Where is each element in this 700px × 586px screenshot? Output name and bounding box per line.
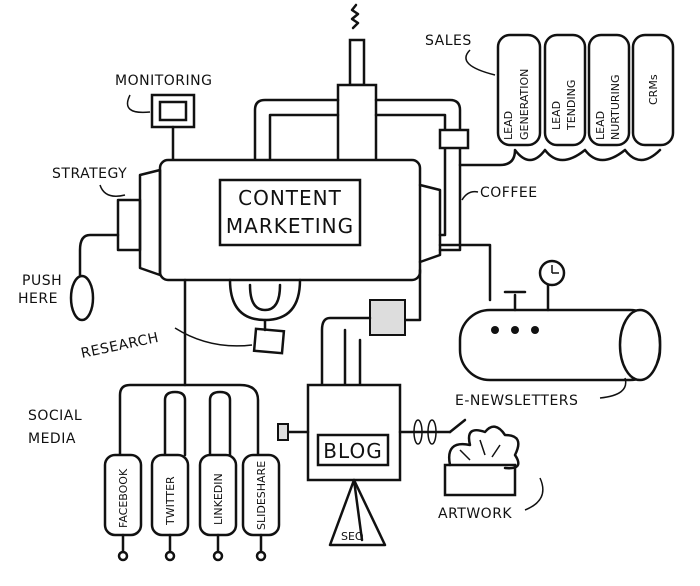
svg-text:MARKETING: MARKETING — [226, 214, 354, 238]
social-manifold — [118, 383, 260, 457]
push-button[interactable] — [69, 274, 95, 322]
svg-text:GENERATION: GENERATION — [518, 69, 531, 140]
svg-text:FACEBOOK: FACEBOOK — [117, 468, 130, 528]
strategy-arrow — [99, 184, 126, 197]
svg-text:LEAD: LEAD — [502, 111, 515, 140]
pipe-top-left-inner — [268, 113, 340, 167]
e-newsletters-arrow — [599, 377, 627, 399]
coffee-pipe-inner — [374, 113, 447, 237]
monitoring-label: MONITORING — [115, 73, 212, 89]
chimney — [336, 3, 378, 167]
research-funnel — [228, 278, 302, 322]
valve — [438, 128, 470, 150]
seo-pyramid — [328, 478, 387, 547]
artwork-arrow — [524, 477, 544, 511]
social-tank-linkedin: LINKEDIN — [198, 453, 238, 562]
e-newsletters-label: E-NEWSLETTERS — [455, 393, 578, 409]
monitoring-arrow — [126, 94, 151, 114]
svg-text:TWITTER: TWITTER — [164, 476, 177, 526]
svg-text:CONTENT: CONTENT — [238, 186, 342, 210]
research-label: RESEARCH — [80, 330, 161, 362]
coffee-label: COFFEE — [480, 185, 538, 201]
svg-text:LINKEDIN: LINKEDIN — [212, 473, 225, 525]
svg-text:LEAD: LEAD — [594, 111, 607, 140]
social-tank-twitter: TWITTER — [150, 453, 190, 562]
social-tanks: FACEBOOK TWITTER LINKEDIN SLIDESHARE — [103, 453, 281, 562]
social-tank-slideshare: SLIDESHARE — [241, 453, 281, 562]
newsletter-pipe — [438, 243, 492, 302]
strategy-label: STRATEGY — [52, 166, 127, 182]
pipe-top-left — [253, 98, 340, 167]
coffee-arrow — [461, 190, 479, 201]
social-media-label-2: MEDIA — [28, 431, 76, 447]
push-lever — [78, 233, 120, 277]
sales-tank: LEAD NURTURING — [587, 33, 631, 147]
svg-text:LEAD: LEAD — [550, 101, 563, 130]
sales-tank: LEAD GENERATION — [496, 33, 542, 147]
svg-text:SLIDESHARE: SLIDESHARE — [255, 461, 268, 530]
content-marketing-tank: CONTENT MARKETING — [116, 158, 442, 282]
blog-label: BLOG — [323, 439, 382, 463]
blog-pipe — [320, 316, 372, 387]
svg-text:TENDING: TENDING — [565, 80, 578, 131]
blog-valve — [369, 299, 406, 336]
coffee-pipe — [374, 98, 462, 252]
social-tank-facebook: FACEBOOK — [103, 453, 143, 562]
svg-text:CRMs: CRMs — [647, 74, 660, 105]
artwork-plant — [443, 418, 520, 497]
e-newsletters-tank — [458, 259, 662, 382]
social-media-label: SOCIAL — [28, 408, 82, 424]
sales-pipe — [458, 148, 662, 167]
push-here-label: PUSH — [22, 273, 62, 289]
research-box — [252, 327, 286, 355]
seo-label: SEO — [341, 530, 364, 543]
sales-tanks: LEAD GENERATION LEAD TENDING LEAD NURTUR… — [496, 33, 675, 147]
sales-tank: LEAD TENDING — [543, 33, 587, 147]
research-arrow — [174, 327, 253, 347]
artwork-label: ARTWORK — [438, 506, 512, 522]
svg-text:NURTURING: NURTURING — [609, 74, 622, 140]
sales-label: SALES — [425, 33, 472, 49]
push-here-label-2: HERE — [18, 291, 58, 307]
sales-arrow — [465, 49, 496, 76]
sales-tank: CRMs — [631, 33, 675, 147]
